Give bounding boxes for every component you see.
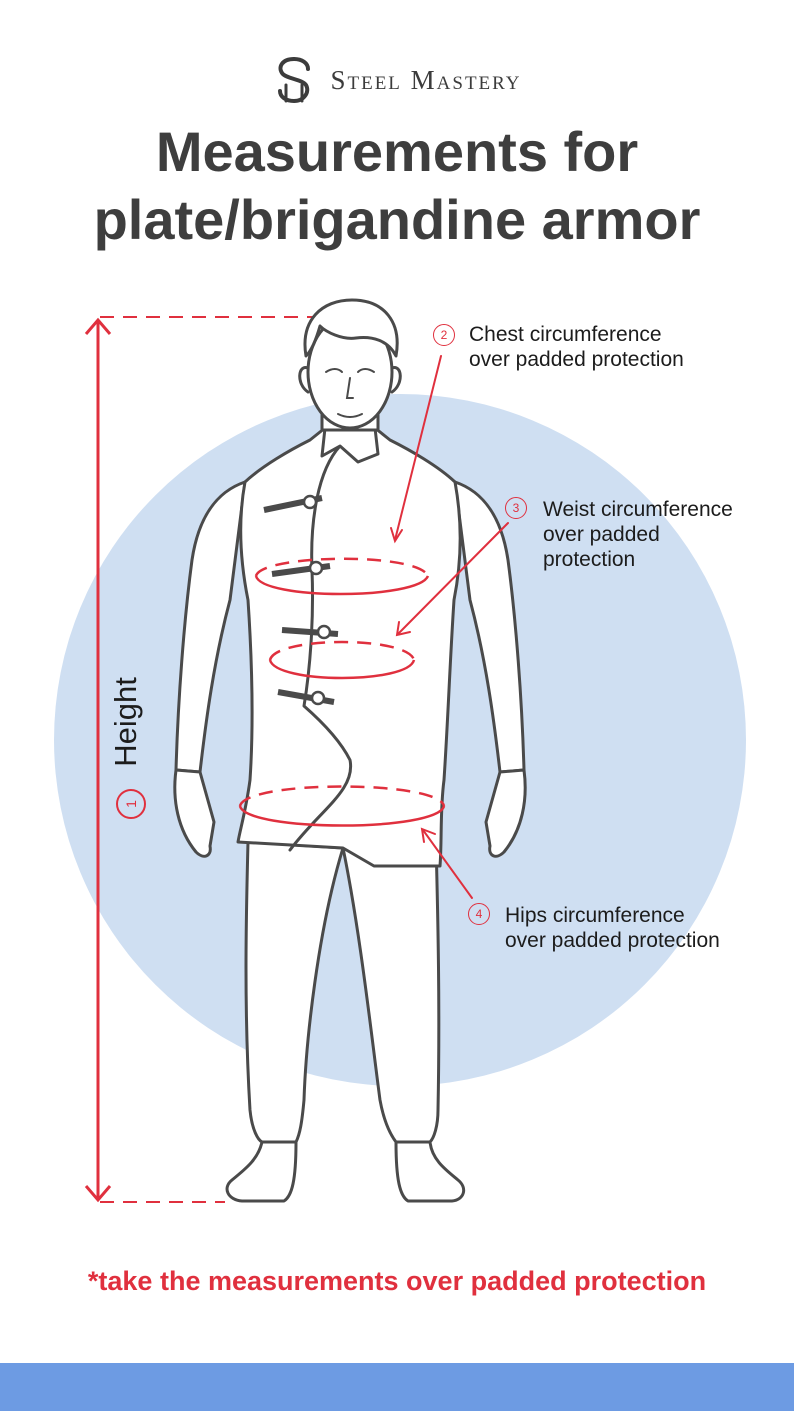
human-figure (173, 298, 527, 1203)
chest-number-badge: 2 (433, 324, 455, 346)
height-label: Height (108, 677, 143, 767)
page-title-line-1: Measurements for (155, 120, 639, 183)
hips-label-line-2: over padded protection (505, 929, 720, 952)
hips-number-badge: 4 (468, 903, 490, 925)
footnote: *take the measurements over padded prote… (87, 1266, 707, 1296)
bottom-bar (0, 1363, 794, 1411)
brand-header: Steel Mastery (0, 52, 794, 108)
page-title: Measurements for plate/brigandine armor (0, 118, 794, 254)
chest-measure-ellipse (254, 557, 430, 596)
pointer-arrows (390, 355, 509, 899)
waist-number-badge: 3 (505, 497, 527, 519)
hips-label: Hips circumference over padded protectio… (505, 903, 720, 953)
jacket-fasteners (263, 494, 339, 706)
page-title-line-2: plate/brigandine armor (93, 188, 701, 251)
waist-label-line-3: protection (543, 548, 636, 571)
chest-label-line-1: Chest circumference (469, 323, 662, 346)
hips-label-line-1: Hips circumference (505, 904, 685, 927)
waist-label-line-1: Weist circumference (543, 498, 733, 521)
steel-mastery-logo-icon (278, 57, 311, 104)
brand-name: Steel Mastery (330, 64, 522, 95)
hips-measure-ellipse (238, 785, 446, 827)
height-number-badge: 1 (116, 789, 146, 819)
waist-label: Weist circumference over padded protecti… (543, 497, 733, 572)
face-details (325, 368, 375, 418)
waist-measure-ellipse (268, 640, 416, 680)
height-measure-line (84, 316, 318, 1203)
chest-label-line-2: over padded protection (469, 348, 684, 371)
chest-label: Chest circumference over padded protecti… (469, 322, 684, 372)
waist-label-line-2: over padded (543, 523, 660, 546)
